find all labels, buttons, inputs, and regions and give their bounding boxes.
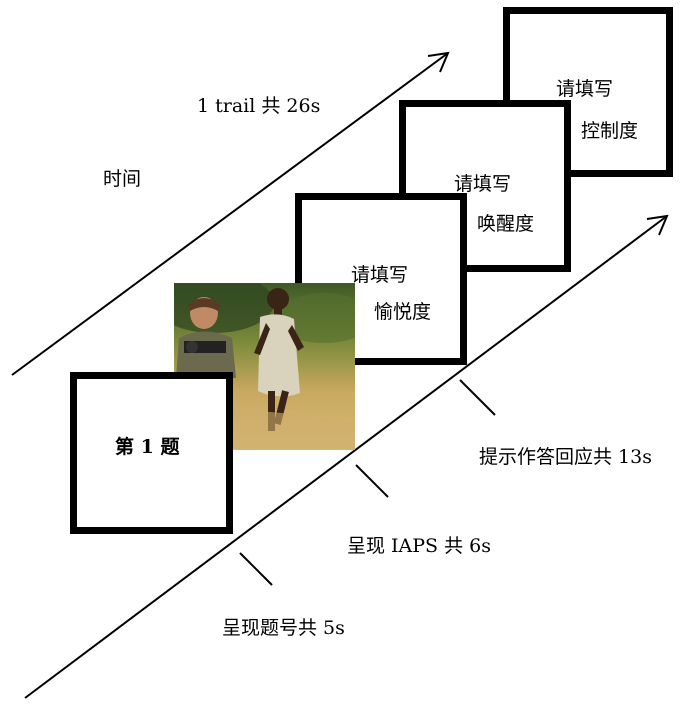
tick-number — [239, 552, 273, 586]
iaps-photo — [174, 283, 355, 450]
time-arrow-upper — [11, 52, 449, 376]
box-control-line2: 控制度 — [581, 120, 639, 142]
tick-response — [459, 379, 496, 416]
trial-label: 1 trail 共 26s — [197, 95, 321, 117]
box-control: 请填写 控制度 — [503, 7, 673, 177]
tick-iaps — [355, 464, 389, 498]
box-question-number: 第 1 题 — [70, 372, 233, 534]
box-arousal-line1: 请填写 — [454, 173, 512, 195]
time-arrow-lower-head — [646, 214, 669, 236]
stage-iaps-label: 呈现 IAPS 共 6s — [347, 535, 491, 557]
time-arrow-upper-head — [427, 51, 450, 73]
time-arrow-lower — [24, 215, 668, 699]
box-arousal-line2: 唤醒度 — [477, 213, 535, 235]
time-label: 时间 — [103, 168, 142, 190]
box-valence-line1: 请填写 — [351, 264, 409, 286]
box-control-line1: 请填写 — [556, 78, 614, 100]
stage-response-label: 提示作答回应共 13s — [479, 446, 652, 468]
stage-number-label: 呈现题号共 5s — [222, 617, 345, 639]
box-question-number-text: 第 1 题 — [115, 436, 180, 458]
box-valence-line2: 愉悦度 — [374, 301, 432, 323]
